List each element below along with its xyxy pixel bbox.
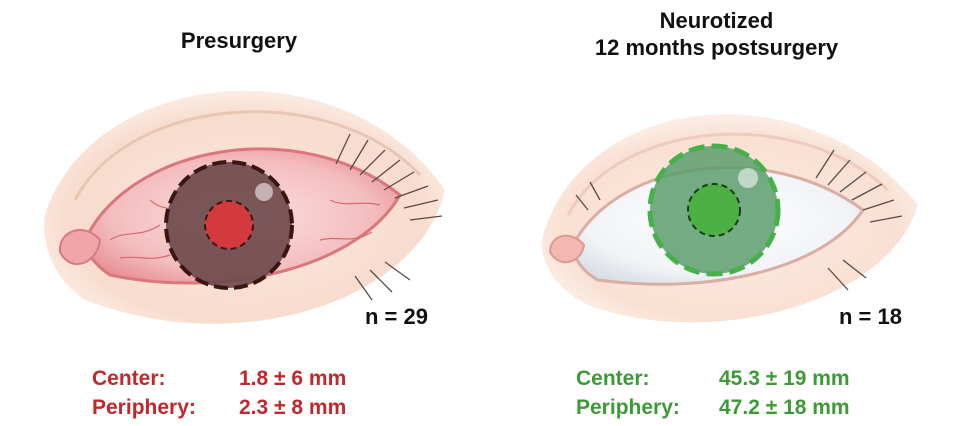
title-line: Presurgery [0,27,478,54]
sample-size-label: n = 18 [839,304,902,330]
eye-highlight [255,183,273,201]
stat-label: Periphery: [92,393,196,422]
stat-value: 2.3 ± 8 mm [239,393,346,422]
red-eye-illustration [0,0,478,426]
healthy-eye-illustration [478,0,955,426]
title-line: 12 months postsurgery [478,34,955,61]
stat-label: Center: [92,364,166,393]
presurgery-panel: Presurgery n = 29 Center: 1.8 ± 6 mm Per… [0,0,478,426]
stat-value: 47.2 ± 18 mm [719,393,850,422]
neurotized-panel: Neurotized 12 months postsurgery n = 18 … [478,0,955,426]
center-zone [688,184,740,236]
panel-title: Neurotized 12 months postsurgery [478,7,955,61]
stat-label: Periphery: [576,393,680,422]
title-line: Neurotized [478,7,955,34]
sample-size-label: n = 29 [365,304,428,330]
center-zone [205,201,253,249]
stat-value: 45.3 ± 19 mm [719,364,850,393]
stat-value: 1.8 ± 6 mm [239,364,346,393]
eye-highlight [738,168,758,188]
panel-title: Presurgery [0,27,478,54]
stat-label: Center: [576,364,650,393]
